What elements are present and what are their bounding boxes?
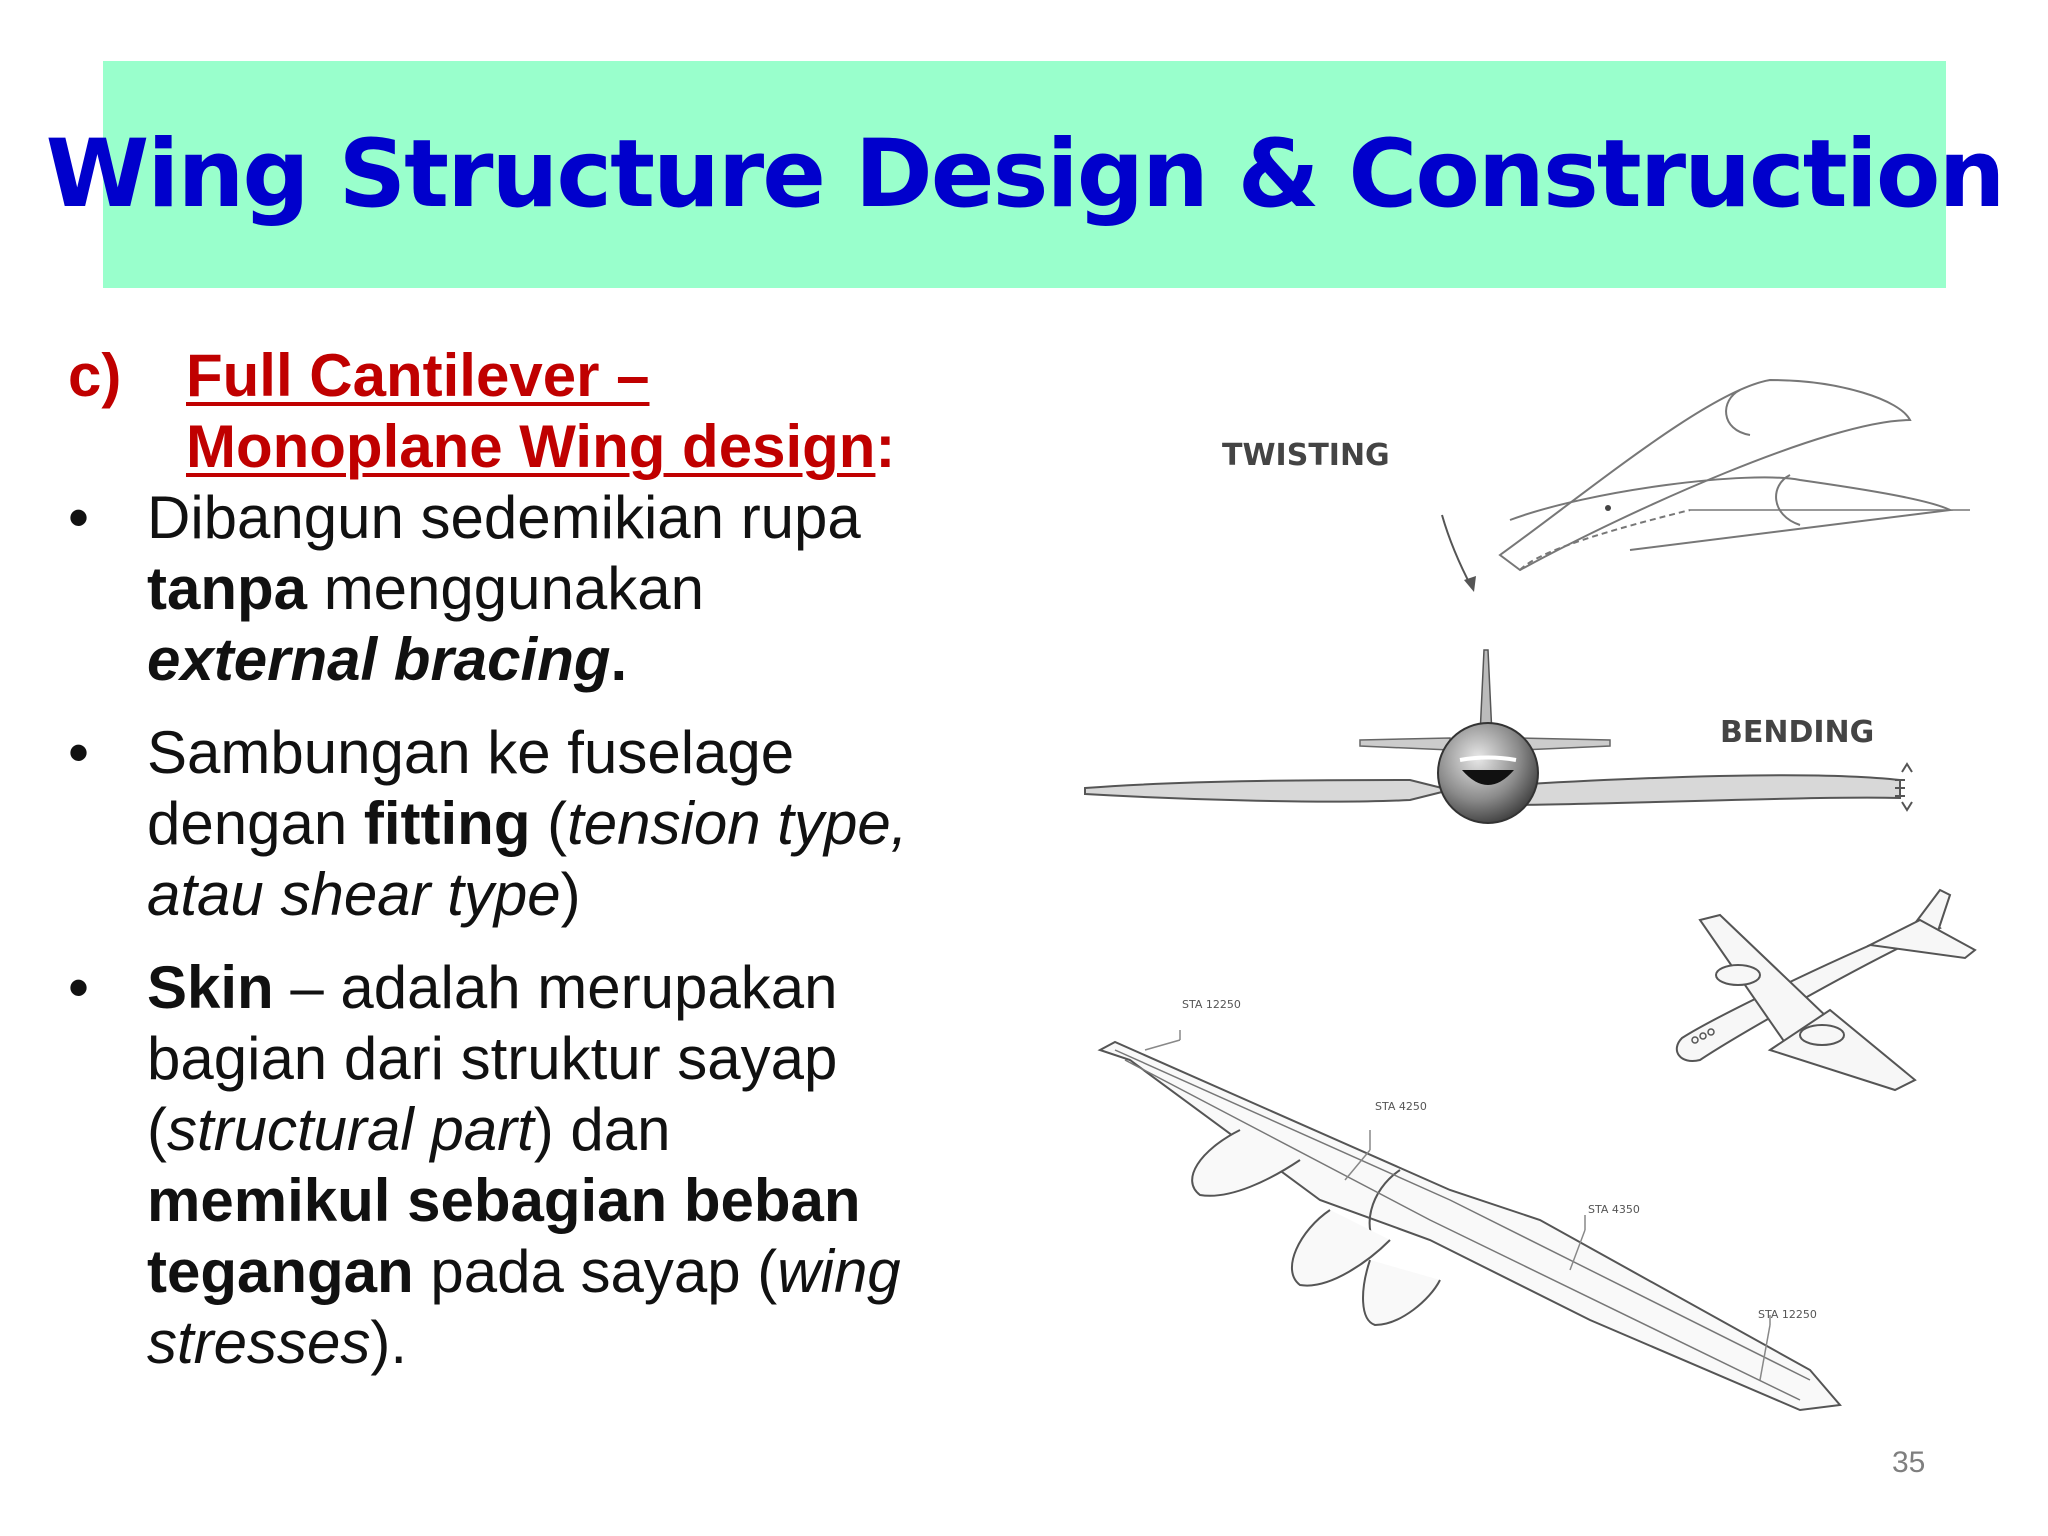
text-run: memikul sebagian beban xyxy=(147,1167,861,1234)
transport-tail-plane xyxy=(1866,918,1977,960)
front-view-airplane xyxy=(1084,649,1913,824)
bullet-line: dengan fitting (tension type, xyxy=(147,788,1028,859)
slide-body: c) Full Cantilever – Monoplane Wing desi… xyxy=(68,340,1028,1378)
aircraft-diagram: TWISTING BENDING xyxy=(1084,378,1977,1412)
sta-label-1: STA 12250 xyxy=(1182,998,1241,1011)
twisting-label: TWISTING xyxy=(1222,438,1390,473)
transport-engine-2 xyxy=(1799,1024,1845,1046)
heading-line-1: Full Cantilever – xyxy=(186,342,650,409)
bending-lines xyxy=(1895,779,1905,797)
bullet-line: memikul sebagian beban xyxy=(147,1165,1028,1236)
text-run: . xyxy=(610,626,628,693)
bending-label: BENDING xyxy=(1720,715,1874,750)
text-run: – adalah merupakan xyxy=(273,954,838,1021)
transport-engine-1 xyxy=(1715,964,1761,986)
planform-wing xyxy=(1097,1040,1842,1412)
root-rib xyxy=(1725,389,1751,436)
canopy-highlight xyxy=(1459,755,1517,762)
text-run: ( xyxy=(147,1096,167,1163)
wing-planform xyxy=(1097,1040,1842,1412)
text-run: atau shear type xyxy=(147,861,561,928)
text-run: bagian dari struktur sayap xyxy=(147,1025,838,1092)
text-run: tanpa xyxy=(147,555,308,622)
bullet-dot-icon: • xyxy=(68,484,90,551)
bullet-line: tegangan pada sayap (wing xyxy=(147,1236,1028,1307)
planform-spars xyxy=(1114,1049,1811,1401)
twisted-wing-sections xyxy=(1498,378,1970,572)
bullet-line: stresses). xyxy=(147,1307,1028,1378)
bullet-gap xyxy=(68,930,1028,952)
text-run: pada sayap ( xyxy=(413,1238,778,1305)
left-wing xyxy=(1084,778,1451,803)
page-number: 35 xyxy=(1892,1446,1926,1479)
twisting-arrow xyxy=(1441,514,1473,589)
upper-wing-section xyxy=(1498,378,1912,572)
text-run: Dibangun sedemikian rupa xyxy=(147,484,861,551)
text-run: tegangan xyxy=(147,1238,414,1305)
bullet-line: Skin – adalah merupakan xyxy=(147,952,1028,1023)
text-run: fitting xyxy=(363,790,531,857)
lower-wing-section xyxy=(1509,476,1954,551)
bullet-line: Sambungan ke fuselage xyxy=(147,717,1028,788)
sta-label-4: STA 12250 xyxy=(1758,1308,1817,1321)
right-wing xyxy=(1509,774,1901,807)
sta-label-3: STA 4350 xyxy=(1588,1203,1640,1216)
bullet-line: tanpa menggunakan xyxy=(147,553,1028,624)
bullet-line: bagian dari struktur sayap xyxy=(147,1023,1028,1094)
text-run: Sambungan ke fuselage xyxy=(147,719,795,786)
text-run: menggunakan xyxy=(307,555,705,622)
bending-arrows xyxy=(1901,762,1913,812)
right-stabilizer xyxy=(1519,737,1611,751)
twisting-arrowhead xyxy=(1464,576,1476,592)
text-run: dengan xyxy=(147,790,364,857)
transport-aircraft xyxy=(1675,888,1977,1092)
text-run: stresses xyxy=(147,1309,371,1376)
text-run: ). xyxy=(370,1309,408,1376)
left-stabilizer xyxy=(1359,737,1451,751)
tip-rib xyxy=(1775,474,1801,526)
section-heading: c) Full Cantilever – xyxy=(68,340,1028,411)
bullet-dot-icon: • xyxy=(68,719,90,786)
text-run: wing xyxy=(777,1238,901,1305)
engine-nacelle-2 xyxy=(1290,1209,1391,1287)
engine-nacelle-3 xyxy=(1362,1259,1441,1327)
wing-loads-figure: TWISTING BENDING xyxy=(1070,360,2010,1440)
bullet-line: external bracing. xyxy=(147,624,1028,695)
transport-windows xyxy=(1691,1028,1715,1044)
title-banner: Wing Structure Design & Construction xyxy=(46,61,2005,288)
bullet-line: atau shear type) xyxy=(147,859,1028,930)
text-run: Skin xyxy=(147,954,274,1021)
text-run: ) xyxy=(560,861,581,928)
text-run: structural part xyxy=(166,1096,534,1163)
sta-label-2: STA 4250 xyxy=(1375,1100,1427,1113)
text-run: external bracing xyxy=(147,626,611,693)
text-run: tension type, xyxy=(567,790,908,857)
bullet-gap xyxy=(68,695,1028,717)
text-run: ( xyxy=(530,790,568,857)
heading-marker: c) xyxy=(68,342,122,409)
sta-leaders xyxy=(1144,1030,1771,1381)
text-run: ) dan xyxy=(533,1096,671,1163)
twist-center xyxy=(1605,505,1611,511)
bullet-line: Dibangun sedemikian rupa xyxy=(147,482,1028,553)
engine-nacelle-1 xyxy=(1191,1129,1301,1197)
heading-line-2: Monoplane Wing design xyxy=(186,413,876,480)
heading-colon: : xyxy=(875,413,896,480)
bullet-dot-icon: • xyxy=(68,954,90,1021)
slide-title: Wing Structure Design & Construction xyxy=(45,120,2006,229)
bullet-line: (structural part) dan xyxy=(147,1094,1028,1165)
cowling-opening xyxy=(1462,770,1514,785)
section-heading-2: Monoplane Wing design: xyxy=(68,411,1028,482)
twist-dashed-line xyxy=(1519,509,1691,571)
